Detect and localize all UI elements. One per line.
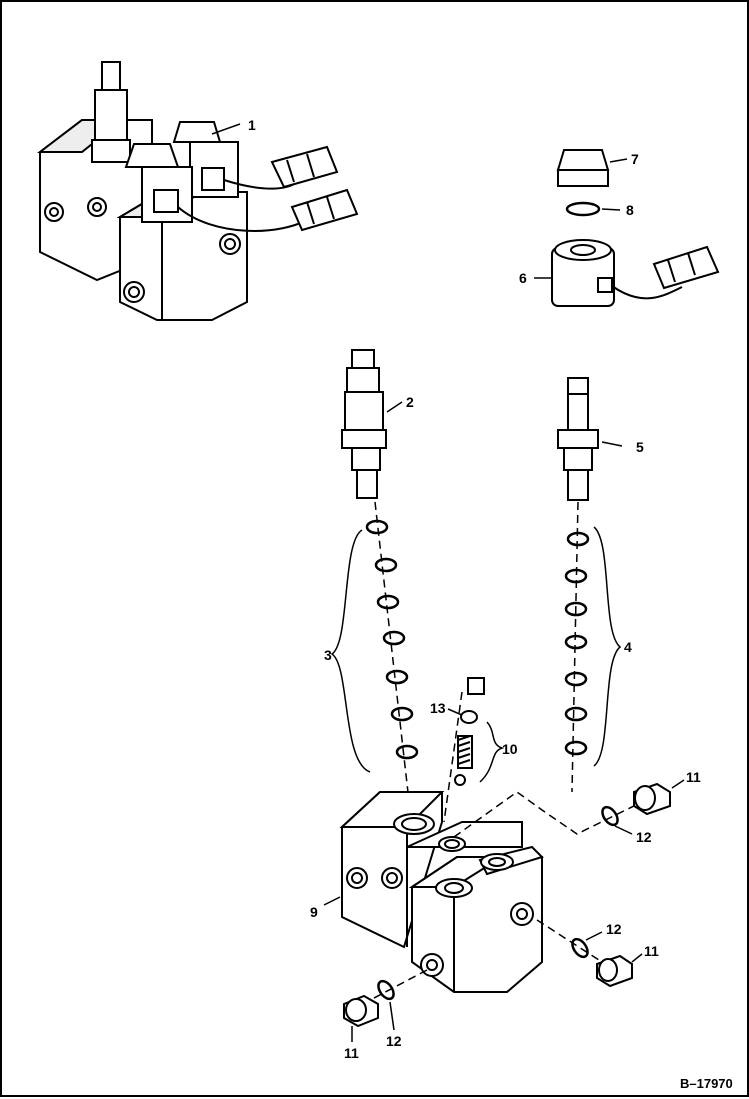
check-valve-kit	[443, 677, 505, 823]
coil-nut	[556, 149, 610, 187]
callout-12-left: 12	[386, 1033, 402, 1049]
valve-body	[339, 791, 544, 993]
o-ring-upper-right	[601, 805, 619, 827]
callout-11-upper: 11	[686, 769, 701, 785]
plug-upper-right	[633, 782, 671, 816]
callout-7: 7	[631, 151, 639, 167]
drawing-reference-number: B–17970	[680, 1076, 733, 1091]
callout-8: 8	[626, 202, 634, 218]
assembled-valve-view	[37, 61, 359, 321]
callout-5: 5	[636, 439, 644, 455]
callout-13: 13	[430, 700, 446, 716]
seal-kit-right	[564, 501, 622, 793]
callout-3: 3	[324, 647, 332, 663]
o-ring-lower-right	[571, 937, 589, 959]
seal-kit-left	[330, 501, 419, 811]
callout-11-right: 11	[644, 943, 659, 959]
callout-10: 10	[502, 741, 518, 757]
plug-lower-left	[343, 994, 379, 1028]
callout-1: 1	[248, 117, 256, 133]
callout-11-left: 11	[344, 1045, 359, 1061]
solenoid-valve-cartridge	[557, 377, 599, 501]
solenoid-coil	[551, 239, 720, 307]
pressure-switch	[341, 349, 387, 499]
callout-12-right: 12	[606, 921, 622, 937]
o-ring-lower-left	[377, 979, 395, 1001]
callout-9: 9	[310, 904, 318, 920]
plug-lower-right	[596, 954, 633, 988]
callout-12-upper: 12	[636, 829, 652, 845]
callout-4: 4	[624, 639, 632, 655]
coil-o-ring	[565, 201, 601, 217]
callout-2: 2	[406, 394, 414, 410]
callout-6: 6	[519, 270, 527, 286]
